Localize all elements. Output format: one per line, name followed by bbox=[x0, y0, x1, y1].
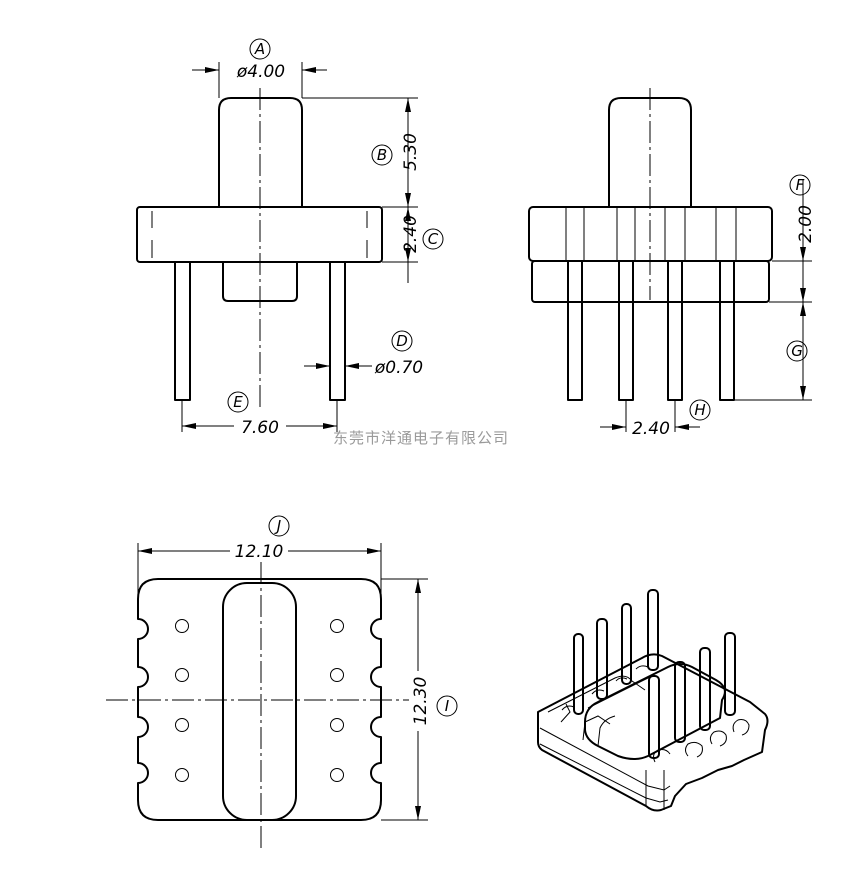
front-view: ø4.00 A 5.30 B 2.40 C ø0.70 D bbox=[136, 38, 444, 438]
bottom-pin-hole bbox=[175, 619, 189, 633]
bottom-pin-hole bbox=[330, 619, 344, 633]
bottom-pin-hole bbox=[330, 668, 344, 682]
iso-pin bbox=[596, 618, 608, 700]
side-pin-3 bbox=[667, 260, 683, 401]
bottom-center-slot bbox=[222, 582, 297, 821]
front-pin-left bbox=[174, 261, 191, 401]
bottom-pin-hole bbox=[330, 768, 344, 782]
side-pin-4 bbox=[719, 260, 735, 401]
iso-pin bbox=[573, 633, 584, 715]
dim-j-label: J bbox=[274, 517, 281, 535]
bottom-pin-hole bbox=[330, 718, 344, 732]
dim-c-value: 2.40 bbox=[401, 215, 421, 253]
side-view: 2.00 F G 2.40 H bbox=[528, 88, 816, 439]
iso-pin bbox=[647, 589, 659, 671]
dim-h-value: 2.40 bbox=[632, 419, 670, 439]
dim-b-value: 5.30 bbox=[401, 133, 421, 171]
bottom-outline bbox=[137, 578, 382, 821]
side-pin-1 bbox=[567, 260, 583, 401]
dim-g-label: G bbox=[791, 342, 803, 360]
dim-a-value: ø4.00 bbox=[236, 62, 285, 82]
iso-pin bbox=[699, 647, 711, 731]
dim-i-value: 12.30 bbox=[411, 677, 431, 726]
bottom-view: 12.10 J 12.30 I bbox=[106, 515, 458, 852]
dim-f-label: F bbox=[796, 176, 805, 194]
iso-pin bbox=[724, 632, 736, 716]
dim-e-label: E bbox=[233, 393, 243, 411]
dim-d-value: ø0.70 bbox=[374, 358, 423, 378]
company-watermark: 东莞市洋通电子有限公司 bbox=[333, 429, 509, 447]
dim-b-label: B bbox=[377, 146, 387, 164]
bottom-pin-hole bbox=[175, 718, 189, 732]
dim-e-value: 7.60 bbox=[241, 418, 279, 438]
dim-j-value: 12.10 bbox=[235, 542, 284, 562]
dim-c-label: C bbox=[428, 230, 439, 248]
iso-pin bbox=[621, 603, 632, 685]
dim-h-label: H bbox=[694, 401, 705, 419]
dim-d-label: D bbox=[396, 332, 408, 350]
isometric-view bbox=[537, 589, 769, 812]
bottom-pin-hole bbox=[175, 668, 189, 682]
bottom-pin-hole bbox=[175, 768, 189, 782]
dim-i-label: I bbox=[445, 697, 450, 715]
side-pin-2 bbox=[618, 260, 634, 401]
iso-pin bbox=[674, 661, 686, 743]
dim-a-label: A bbox=[254, 40, 265, 58]
front-pin-right bbox=[329, 261, 346, 401]
iso-pin bbox=[648, 675, 660, 759]
dim-f-value: 2.00 bbox=[796, 205, 816, 243]
